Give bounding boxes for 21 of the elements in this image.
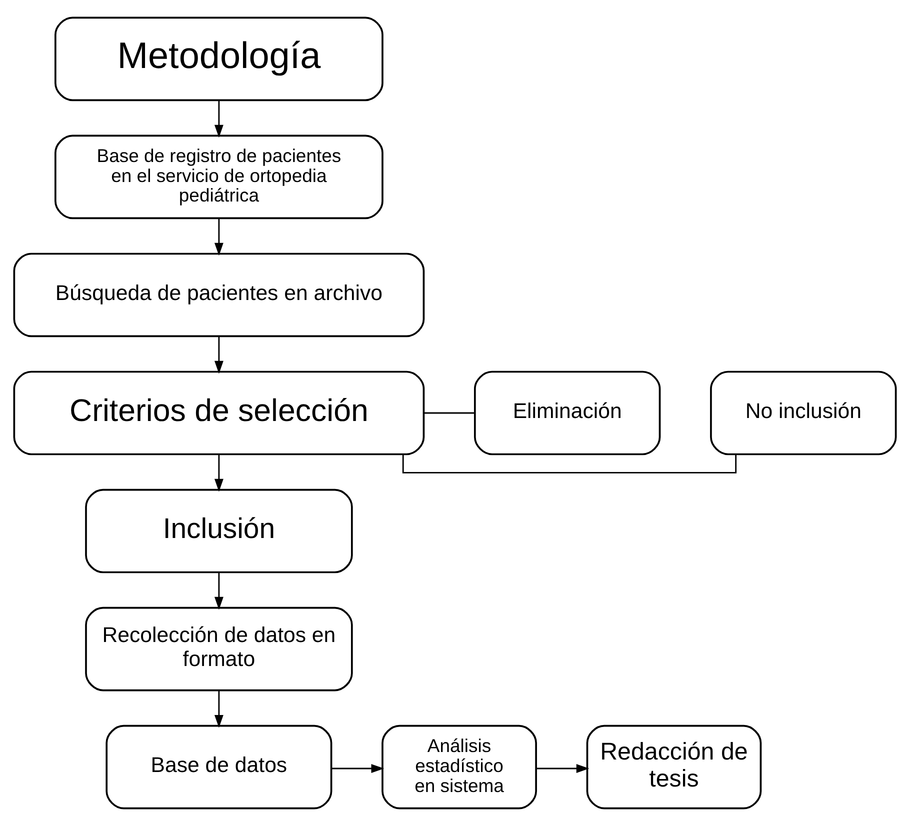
- arrow: [331, 764, 384, 773]
- arrow: [214, 336, 224, 374]
- connector: [402, 454, 737, 474]
- node-box: Base de registro de pacientes en el servicio de ortopedia pediátrica: [54, 134, 384, 220]
- node-box: Criterios de selección: [13, 370, 425, 456]
- arrow: [214, 572, 224, 610]
- node-box: Metodología: [54, 16, 384, 102]
- node-box: Eliminación: [474, 370, 661, 456]
- node-box: Análisis estadístico en sistema: [382, 724, 537, 810]
- node-box: Base de datos: [106, 724, 332, 810]
- node-box: Inclusión: [85, 488, 353, 574]
- arrow: [214, 690, 224, 728]
- node-box: Búsqueda de pacientes en archivo: [13, 252, 425, 338]
- node-box: No inclusión: [710, 370, 897, 456]
- connector: [424, 412, 475, 414]
- arrow: [214, 454, 224, 492]
- node-box: Redacción de tesis: [586, 724, 762, 810]
- arrow: [214, 218, 224, 256]
- node-box: Recolección de datos en formato: [85, 606, 353, 692]
- arrow: [214, 100, 224, 138]
- arrow: [536, 764, 590, 773]
